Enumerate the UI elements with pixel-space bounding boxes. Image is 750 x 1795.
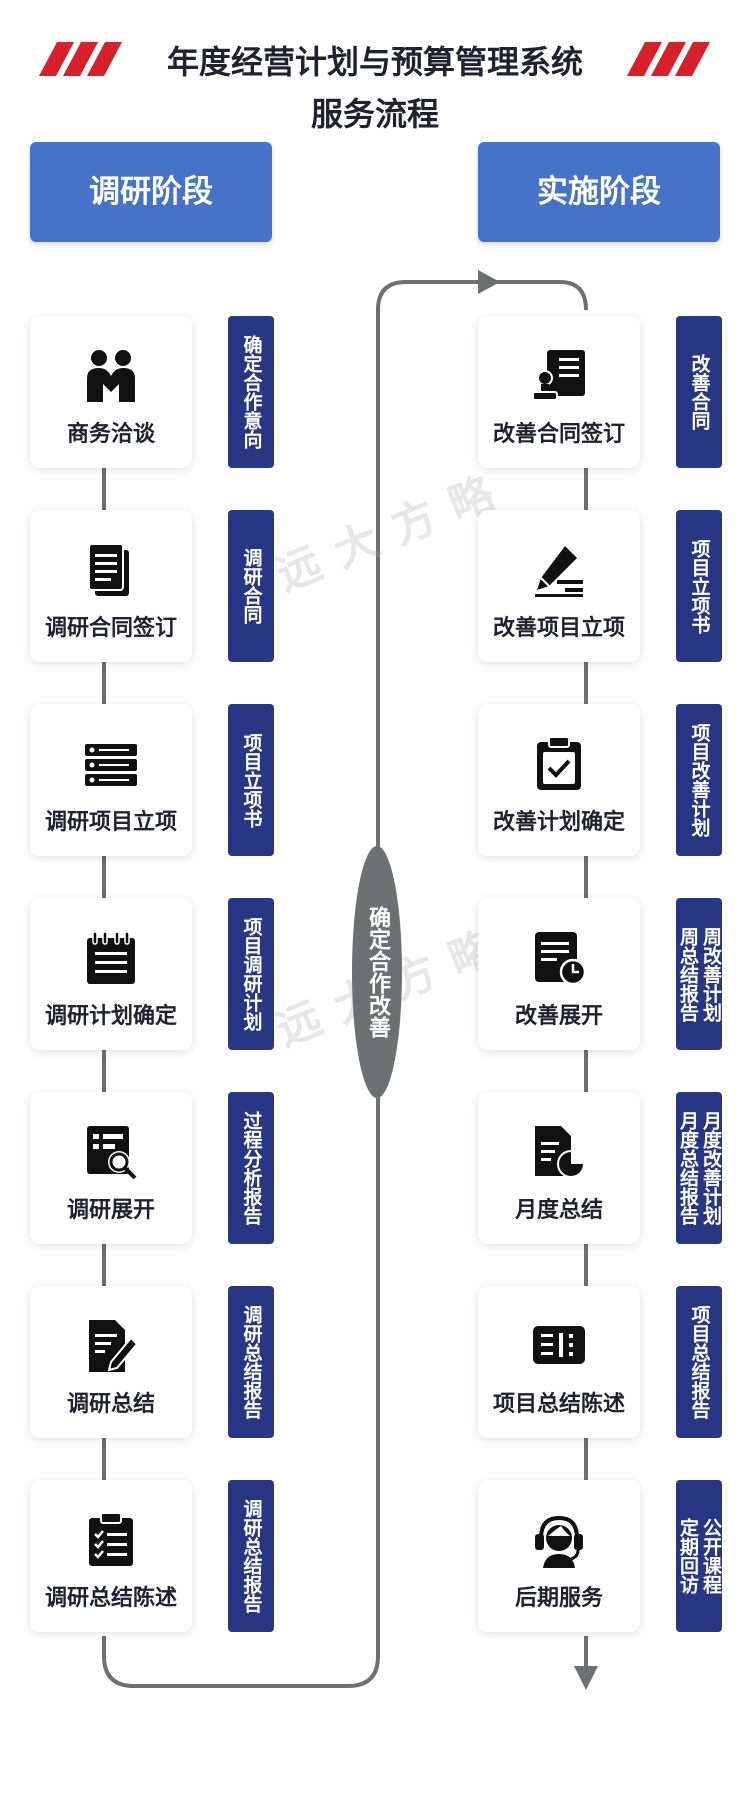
step-card-research-plan: 调研计划确定 (30, 898, 192, 1050)
notepad-icon (30, 930, 192, 986)
connector (584, 856, 588, 898)
step-deliverable-tag: 确定合作意向 (228, 316, 274, 468)
connector (102, 1244, 106, 1286)
tag-text: 调研合同 (240, 548, 263, 624)
step-card-after-service: 后期服务 (478, 1480, 640, 1632)
step-label: 调研计划确定 (44, 1004, 177, 1029)
step-card-research-presentation: 调研总结陈述 (30, 1480, 192, 1632)
step-deliverable-tag: 月度改善计划 月度总结报告 (676, 1092, 722, 1244)
document-icon (30, 542, 192, 598)
center-label-text: 确定合作改善 (365, 906, 390, 1038)
tag-text: 调研总结报告 (240, 1305, 263, 1419)
step-card-research-summary: 调研总结 (30, 1286, 192, 1438)
presentation-board-icon (478, 1318, 640, 1374)
step-label: 调研总结陈述 (44, 1586, 177, 1611)
tag-text: 月度总结报告 (677, 1111, 699, 1225)
step-card-business-negotiation: 商务洽谈 (30, 316, 192, 468)
step-label: 调研展开 (66, 1198, 155, 1223)
step-label: 月度总结 (514, 1198, 603, 1223)
report-chart-icon (478, 1124, 640, 1180)
step-card-improvement-plan: 改善计划确定 (478, 704, 640, 856)
step-label: 改善合同签订 (492, 422, 625, 447)
contract-stamp-icon (478, 348, 640, 404)
connector (102, 468, 106, 510)
document-clock-icon (478, 930, 640, 986)
connector (102, 1050, 106, 1092)
step-label: 调研总结 (66, 1392, 155, 1417)
tag-text: 周总结报告 (677, 926, 699, 1022)
title-line-2: 服务流程 (310, 95, 439, 133)
tag-text: 调研总结报告 (240, 1499, 263, 1613)
step-deliverable-tag: 调研合同 (228, 510, 274, 662)
step-label: 改善展开 (514, 1004, 603, 1029)
tag-text: 项目调研计划 (240, 917, 263, 1031)
connector (584, 1050, 588, 1092)
tag-text: 周改善计划 (700, 926, 722, 1022)
tag-text: 定期回访 (677, 1518, 699, 1594)
handshake-people-icon (30, 348, 192, 404)
step-deliverable-tag: 改善合同 (676, 316, 722, 468)
step-deliverable-tag: 公开课程 定期回访 (676, 1480, 722, 1632)
step-card-monthly-summary: 月度总结 (478, 1092, 640, 1244)
title-line-1: 年度经营计划与预算管理系统 (166, 43, 583, 81)
tag-text: 公开课程 (700, 1518, 722, 1594)
headset-support-icon (478, 1512, 640, 1568)
step-deliverable-tag: 项目调研计划 (228, 898, 274, 1050)
tag-text: 确定合作意向 (240, 335, 263, 449)
step-card-research-project-setup: 调研项目立项 (30, 704, 192, 856)
pen-sign-icon (478, 542, 640, 598)
step-deliverable-tag: 调研总结报告 (228, 1480, 274, 1632)
tag-text: 项目总结报告 (688, 1305, 711, 1419)
step-label: 调研项目立项 (44, 810, 177, 835)
connector (102, 662, 106, 704)
clipboard-check-icon (478, 736, 640, 792)
step-deliverable-tag: 过程分析报告 (228, 1092, 274, 1244)
tag-text: 过程分析报告 (240, 1111, 263, 1225)
step-deliverable-tag: 项目立项书 (228, 704, 274, 856)
edit-document-icon (30, 1318, 192, 1374)
step-label: 调研合同签订 (44, 616, 177, 641)
tag-text: 月度改善计划 (700, 1111, 722, 1225)
step-card-improvement-contract: 改善合同签订 (478, 316, 640, 468)
step-deliverable-tag: 周改善计划 周总结报告 (676, 898, 722, 1050)
step-deliverable-tag: 项目改善计划 (676, 704, 722, 856)
connector (584, 662, 588, 704)
tag-text: 项目立项书 (688, 538, 711, 634)
step-deliverable-tag: 项目立项书 (676, 510, 722, 662)
step-card-improvement-execution: 改善展开 (478, 898, 640, 1050)
search-report-icon (30, 1124, 192, 1180)
step-card-improvement-project-setup: 改善项目立项 (478, 510, 640, 662)
connector (584, 468, 588, 510)
step-label: 改善项目立项 (492, 616, 625, 641)
step-label: 后期服务 (514, 1586, 603, 1611)
connector (584, 1244, 588, 1286)
server-list-icon (30, 736, 192, 792)
page-title: 年度经营计划与预算管理系统 服务流程 (0, 36, 750, 140)
tag-text: 项目改善计划 (688, 723, 711, 837)
step-label: 改善计划确定 (492, 810, 625, 835)
connector (102, 1438, 106, 1480)
phase-implementation-header: 实施阶段 (478, 142, 720, 242)
connector (584, 1438, 588, 1480)
connector (102, 856, 106, 898)
step-card-project-presentation: 项目总结陈述 (478, 1286, 640, 1438)
flow-arrow-bottom (574, 1666, 598, 1690)
step-deliverable-tag: 项目总结报告 (676, 1286, 722, 1438)
tag-text: 项目立项书 (240, 732, 263, 828)
step-card-research-execution: 调研展开 (30, 1092, 192, 1244)
flow-line (102, 280, 588, 1688)
step-label: 商务洽谈 (66, 422, 155, 447)
step-deliverable-tag: 调研总结报告 (228, 1286, 274, 1438)
phase-research-header: 调研阶段 (30, 142, 272, 242)
checklist-clipboard-icon (30, 1512, 192, 1568)
step-label: 项目总结陈述 (492, 1392, 625, 1417)
tag-text: 改善合同 (688, 354, 711, 430)
step-card-research-contract: 调研合同签订 (30, 510, 192, 662)
center-cooperation-label: 确定合作改善 (352, 846, 402, 1098)
flow-arrow-top (478, 270, 500, 294)
